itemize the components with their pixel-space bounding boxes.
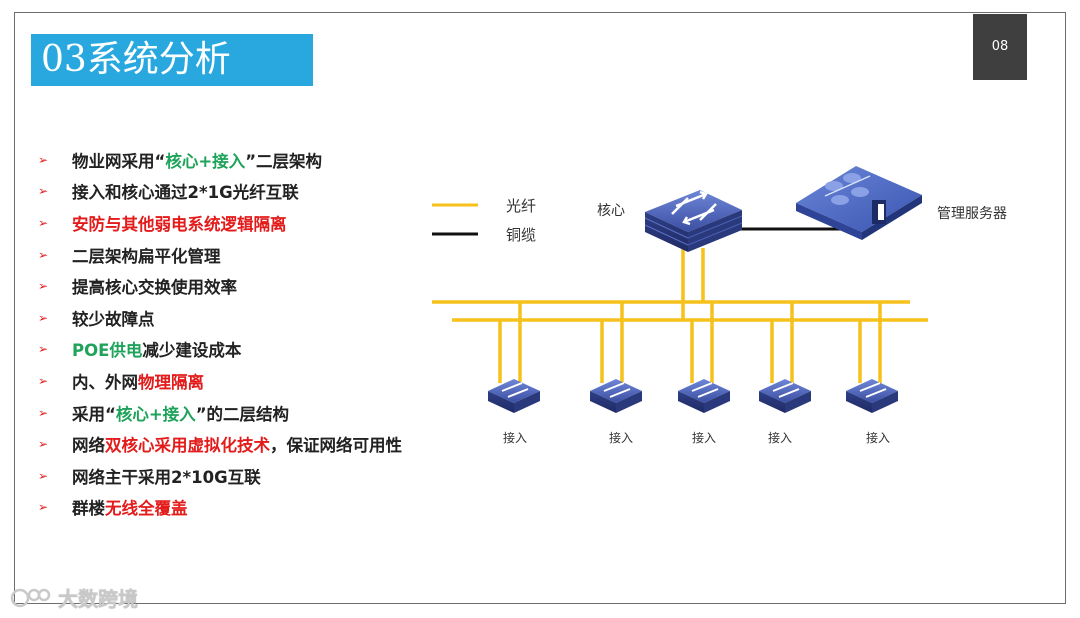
page-number: 08 (973, 14, 1027, 80)
bullet-item: ➢ 群楼无线全覆盖 (38, 492, 402, 524)
bullet-list: ➢物业网采用“核心+接入”二层架构➢接入和核心通过2*1G光纤互联➢安防与其他弱… (38, 144, 402, 523)
bullet-text-segment: 双核心采用虚拟化技术 (105, 436, 270, 456)
access-switch-icon (678, 379, 730, 413)
watermark-text: 大数跨境 (58, 587, 138, 611)
bullet-text-segment: 提高核心交换使用效率 (72, 278, 237, 298)
core-label: 核心 (597, 203, 625, 219)
bullet-item: ➢ 物业网采用“核心+接入”二层架构 (38, 144, 402, 176)
bullet-arrow-icon: ➢ (38, 152, 49, 167)
bullet-text-segment: ，保证网络可用性 (270, 436, 402, 456)
bullet-text-segment: 网络 (72, 436, 105, 456)
bullet-text-segment: ”的二层结构 (195, 404, 290, 424)
bullet-arrow-icon: ➢ (38, 279, 49, 294)
bullet-arrow-icon: ➢ (38, 500, 49, 515)
fiber-backbone (432, 248, 928, 383)
bullet-item: ➢ 安防与其他弱电系统逻辑隔离 (38, 207, 402, 239)
access-switch-label: 接入 (609, 430, 633, 445)
access-switch-icon (759, 379, 811, 413)
bullet-text-segment: 较少故障点 (72, 309, 155, 329)
bullet-text-segment: 内、外网 (72, 372, 138, 392)
bullet-arrow-icon: ➢ (38, 310, 49, 325)
watermark: 大数跨境 (10, 583, 138, 612)
bullet-arrow-icon: ➢ (38, 184, 49, 199)
bullet-text-segment: 核心+接入 (165, 151, 246, 171)
access-switch-icon (488, 379, 540, 413)
bullet-text-segment: 核心+接入 (115, 404, 196, 424)
bullet-item: ➢ 内、外网物理隔离 (38, 365, 402, 397)
access-switch-icon (590, 379, 642, 413)
bullet-text-segment: 接入和核心通过2*1G光纤互联 (72, 183, 299, 203)
server-label: 管理服务器 (937, 206, 1007, 222)
bullet-text-segment: 二层架构扁平化管理 (72, 246, 221, 266)
diagram-legend: 光纤 铜缆 (432, 197, 536, 244)
bullet-arrow-icon: ➢ (38, 468, 49, 483)
bullet-text-segment: 安防与其他弱电系统逻辑隔离 (72, 214, 287, 234)
slide-frame (14, 12, 1066, 604)
bullet-text-segment: 物理隔离 (138, 372, 204, 392)
access-switch-label: 接入 (866, 430, 890, 445)
bullet-text-segment: 网络主干采用2*10G互联 (72, 467, 261, 487)
bullet-item: ➢ 提高核心交换使用效率 (38, 270, 402, 302)
watermark-logo-icon (10, 588, 51, 607)
bullet-item: ➢ 网络主干采用2*10G互联 (38, 460, 402, 492)
bullet-text-segment: 无线全覆盖 (105, 499, 188, 519)
access-switch-icon (846, 379, 898, 413)
bullet-item: ➢ 网络双核心采用虚拟化技术，保证网络可用性 (38, 428, 402, 460)
core-switch-icon (644, 190, 743, 252)
legend-fiber-label: 光纤 (506, 197, 536, 215)
bullet-item: ➢ 二层架构扁平化管理 (38, 239, 402, 271)
bullet-text-segment: 群楼 (72, 499, 105, 519)
bullet-arrow-icon: ➢ (38, 437, 49, 452)
management-server-icon (796, 166, 922, 240)
access-switch-label: 接入 (503, 430, 527, 445)
bullet-item: ➢ POE供电减少建设成本 (38, 334, 402, 366)
bullet-item: ➢ 接入和核心通过2*1G光纤互联 (38, 176, 402, 208)
slide-title: 03系统分析 (31, 34, 313, 86)
bullet-text-segment: POE供电 (72, 341, 143, 361)
access-switch-label: 接入 (768, 430, 792, 445)
bullet-arrow-icon: ➢ (38, 215, 49, 230)
access-switch-group: 接入 接入 接入 接入 接入 (488, 379, 898, 445)
bullet-arrow-icon: ➢ (38, 247, 49, 262)
bullet-arrow-icon: ➢ (38, 342, 49, 357)
legend-copper-label: 铜缆 (506, 226, 536, 244)
bullet-arrow-icon: ➢ (38, 405, 49, 420)
bullet-item: ➢ 采用“核心+接入”的二层结构 (38, 397, 402, 429)
bullet-text-segment: ”二层架构 (245, 151, 323, 171)
bullet-item: ➢ 较少故障点 (38, 302, 402, 334)
bullet-text-segment: 采用“ (72, 404, 116, 424)
bullet-arrow-icon: ➢ (38, 373, 49, 388)
bullet-text-segment: 减少建设成本 (142, 341, 242, 361)
bullet-text-segment: 物业网采用“ (72, 151, 166, 171)
access-switch-label: 接入 (692, 430, 716, 445)
